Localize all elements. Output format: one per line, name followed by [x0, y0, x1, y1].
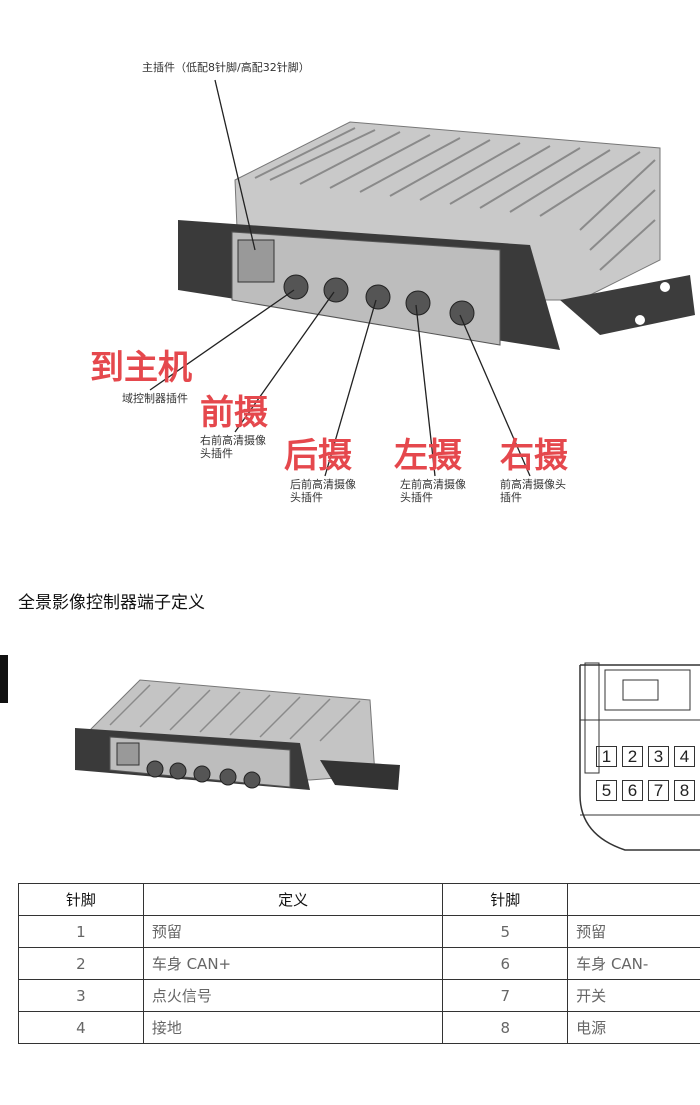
callout-left-camera: 左前高清摄像头插件: [400, 478, 466, 504]
table-row: 1 预留 5 预留: [18, 915, 700, 948]
table-header-row: 针脚 定义 针脚: [18, 883, 700, 916]
pin-cell: 1: [18, 915, 144, 948]
pin-5: 5: [596, 780, 617, 801]
pin-6: 6: [622, 780, 643, 801]
controller-diagram: [149, 79, 695, 477]
table-row: 3 点火信号 7 开关: [18, 979, 700, 1012]
table-row: 4 接地 8 电源: [18, 1011, 700, 1044]
callout-right-camera: 前高清摄像头插件: [500, 478, 566, 504]
header-definition-2: [567, 883, 700, 916]
header-definition: 定义: [142, 883, 444, 916]
page-edge-marker: [0, 655, 8, 703]
header-pin-2: 针脚: [442, 883, 569, 916]
definition-cell: 预留: [567, 915, 700, 948]
main-connector-label: 主插件（低配8针脚/高配32针脚）: [142, 61, 310, 74]
definition-cell: 点火信号: [142, 979, 444, 1012]
pin-1: 1: [596, 746, 617, 767]
pin-cell: 4: [18, 1011, 144, 1044]
pin-definition-table: 针脚 定义 针脚 1 预留 5 预留 2 车身 CAN+ 6 车身 CAN- 3…: [18, 883, 700, 1044]
callout-domain-controller: 域控制器插件: [122, 392, 188, 405]
definition-cell: 预留: [142, 915, 444, 948]
callout-lines: [149, 79, 531, 477]
pin-cell: 6: [442, 947, 569, 980]
pin-cell: 8: [442, 1011, 569, 1044]
pin-cell: 5: [442, 915, 569, 948]
pin-4: 4: [674, 746, 695, 767]
annotation-rear-camera: 后摄: [284, 436, 352, 476]
callout-rear-camera: 后前高清摄像头插件: [290, 478, 356, 504]
section-title: 全景影像控制器端子定义: [18, 593, 205, 613]
pin-cell: 3: [18, 979, 144, 1012]
pin-8: 8: [674, 780, 695, 801]
connector-face-drawing: [579, 662, 700, 851]
callout-front-camera: 右前高清摄像头插件: [200, 434, 266, 460]
pin-3: 3: [648, 746, 669, 767]
annotation-front-camera: 前摄: [200, 393, 268, 433]
definition-cell: 车身 CAN+: [142, 947, 444, 980]
annotation-to-host: 到主机: [90, 348, 192, 388]
pin-7: 7: [648, 780, 669, 801]
definition-cell: 接地: [142, 1011, 444, 1044]
pin-cell: 7: [442, 979, 569, 1012]
controller-device-illustration: [178, 121, 695, 350]
header-pin: 针脚: [18, 883, 144, 916]
definition-cell: 电源: [567, 1011, 700, 1044]
pin-2: 2: [622, 746, 643, 767]
pin-cell: 2: [18, 947, 144, 980]
definition-cell: 车身 CAN-: [567, 947, 700, 980]
controller-thumbnail-illustration: [75, 679, 400, 790]
table-row: 2 车身 CAN+ 6 车身 CAN-: [18, 947, 700, 980]
definition-cell: 开关: [567, 979, 700, 1012]
annotation-right-camera: 右摄: [500, 436, 568, 476]
annotation-left-camera: 左摄: [394, 436, 462, 476]
